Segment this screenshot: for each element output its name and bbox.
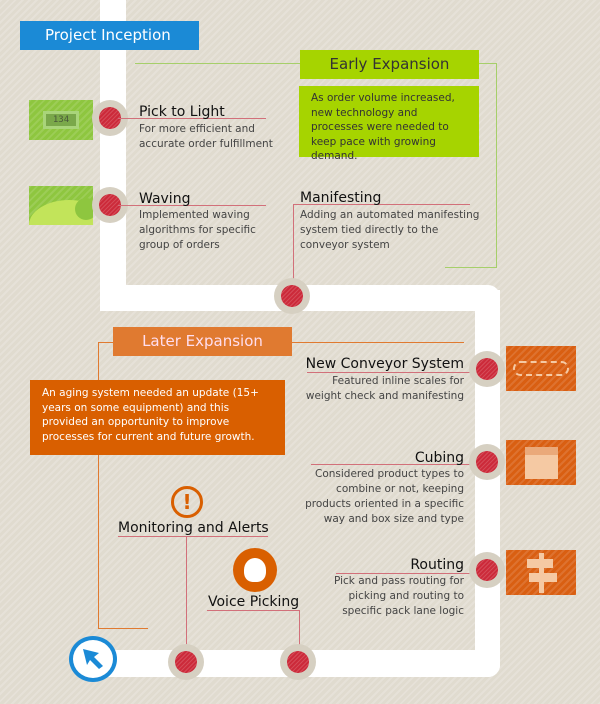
- early-frame-line: [496, 63, 497, 268]
- early-description: As order volume increased, new technolog…: [299, 86, 479, 162]
- milestone-dot[interactable]: [280, 644, 316, 680]
- milestone-description: Featured inline scales for weight check …: [305, 375, 464, 402]
- milestone-title: Monitoring and Alerts: [118, 520, 269, 536]
- later-description: An aging system needed an update (15+ ye…: [30, 380, 285, 455]
- milestone-dot[interactable]: [92, 100, 128, 136]
- phase-label-early: Early Expansion: [300, 50, 479, 79]
- alert-icon: !: [171, 486, 203, 518]
- milestone-dot[interactable]: [469, 351, 505, 387]
- later-frame-line: [98, 342, 99, 629]
- cursor-arrow-icon[interactable]: [69, 636, 117, 682]
- milestone-description: Considered product types to combine or n…: [305, 468, 464, 525]
- conveyor-icon: [506, 346, 576, 391]
- milestone-dot[interactable]: [469, 552, 505, 588]
- milestone-title: Voice Picking: [208, 594, 300, 610]
- milestone-dot[interactable]: [274, 278, 310, 314]
- milestone-title: Manifesting: [300, 190, 382, 206]
- milestone-description: Adding an automated manifesting system t…: [300, 209, 480, 251]
- display-readout: 134: [42, 111, 80, 129]
- wave-icon: [29, 186, 93, 225]
- milestone-title: New Conveyor System: [305, 356, 464, 372]
- milestone-title: Routing: [410, 557, 464, 573]
- timeline-path: [100, 0, 126, 300]
- milestone-dot[interactable]: [469, 444, 505, 480]
- signpost-icon: [506, 550, 576, 595]
- timeline-path: [475, 290, 500, 677]
- later-frame-line: [98, 628, 148, 629]
- phase-label-later: Later Expansion: [113, 327, 292, 356]
- milestone-description: Pick and pass routing for picking and ro…: [334, 575, 464, 617]
- pick-to-light-display-icon: 134: [29, 100, 93, 140]
- early-frame-line: [445, 267, 497, 268]
- headset-icon: [233, 548, 277, 592]
- box-icon: [506, 440, 576, 485]
- milestone-dot[interactable]: [168, 644, 204, 680]
- milestone-description: Implemented waving algorithms for specif…: [139, 209, 256, 251]
- milestone-title: Waving: [139, 191, 191, 207]
- milestone-description: For more efficient and accurate order fu…: [139, 123, 273, 150]
- milestone-title: Cubing: [414, 450, 464, 466]
- phase-label-inception: Project Inception: [20, 21, 199, 50]
- milestone-title: Pick to Light: [139, 104, 225, 120]
